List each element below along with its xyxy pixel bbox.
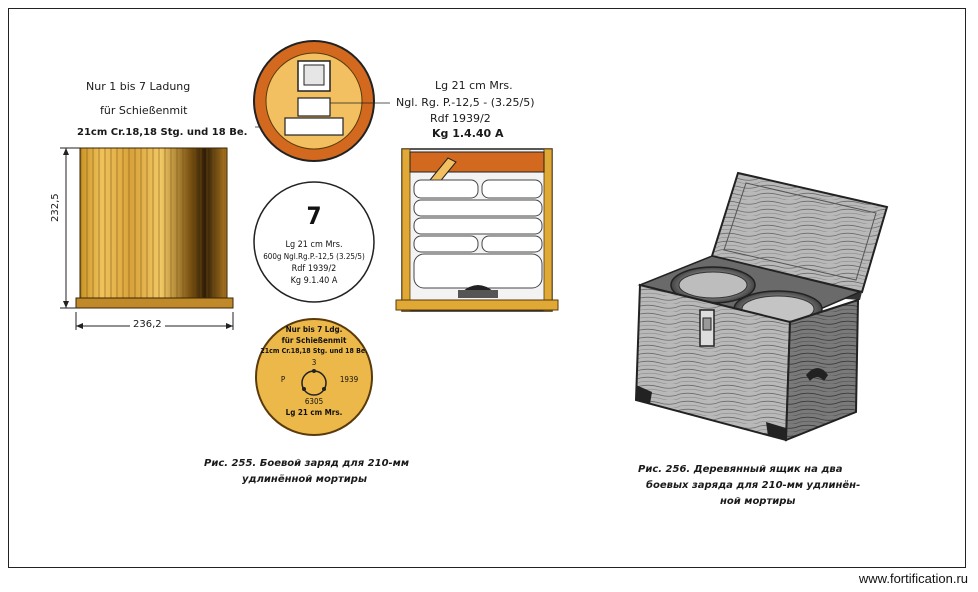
top-view-disk	[253, 40, 390, 162]
disk-line-3: Rdf 1939/2	[291, 264, 337, 274]
base-year: 1939	[339, 375, 359, 384]
charge-label-line-4: Kg 1.4.40 A	[432, 127, 504, 140]
case-label-line-3: 21cm Cr.18,18 Stg. und 18 Be.	[77, 127, 248, 138]
disk-line-2: 600g Ngl.Rg.P.-12,5 (3.25/5)	[263, 252, 365, 261]
base-code: 6305	[304, 397, 324, 406]
disk-line-1: Lg 21 cm Mrs.	[285, 240, 343, 250]
charge-label-line-3: Rdf 1939/2	[430, 112, 491, 125]
label-disk	[253, 181, 375, 303]
caption-256-line-1: Рис. 256. Деревянный ящик на два	[638, 464, 843, 475]
charge-cross-section	[395, 148, 559, 312]
wooden-box-drawing	[634, 171, 889, 442]
charge-label-line-2: Ngl. Rg. P.-12,5 - (3.25/5)	[396, 96, 535, 109]
caption-255-line-1: Рис. 255. Боевой заряд для 210-мм	[204, 458, 410, 469]
case-label-line-1: Nur 1 bis 7 Ladung	[86, 80, 191, 93]
caption-255-line-2: удлинённой мортиры	[242, 474, 367, 485]
site-watermark: www.fortification.ru	[858, 571, 968, 586]
cartridge-case-drawing	[60, 102, 330, 330]
base-left-mark: P	[280, 375, 286, 384]
base-label: Lg 21 cm Mrs.	[285, 408, 343, 417]
base-line-2: für Schießenmit	[281, 336, 347, 345]
caption-256-line-2: боевых заряда для 210-мм удлинён-	[646, 480, 861, 491]
dimension-height: 232,5	[50, 193, 61, 222]
charge-label-line-1: Lg 21 cm Mrs.	[435, 79, 513, 92]
case-label-line-2: für Schießenmit	[100, 104, 188, 117]
base-disk	[255, 318, 373, 436]
charge-number: 7	[306, 202, 322, 230]
base-number: 3	[311, 358, 317, 367]
base-line-1: Nur bis 7 Ldg.	[285, 325, 343, 334]
base-line-3: 21cm Cr.18,18 Stg. und 18 Be.	[260, 347, 368, 355]
dimension-width: 236,2	[130, 319, 165, 330]
disk-line-4: Kg 9.1.40 A	[290, 276, 338, 286]
caption-256-line-3: ной мортиры	[720, 496, 796, 507]
